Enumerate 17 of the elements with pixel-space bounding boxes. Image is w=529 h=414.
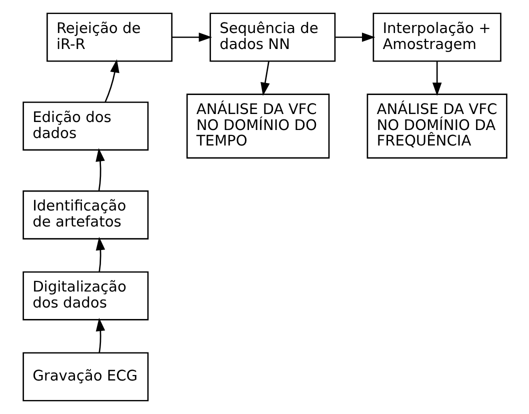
node-box: Interpolação + Amostragem bbox=[372, 12, 501, 62]
arrow bbox=[95, 318, 105, 353]
node-box: Digitalização dos dados bbox=[22, 271, 148, 320]
node-box: Gravação ECG bbox=[22, 352, 148, 402]
arrow bbox=[260, 61, 270, 96]
node-box: ANÁLISE DA VFC NO DOMÍNIO DO TEMPO bbox=[186, 94, 330, 159]
node-box: Identificação de artefatos bbox=[22, 190, 148, 240]
arrow bbox=[432, 61, 442, 96]
arrow bbox=[335, 32, 375, 42]
arrow bbox=[95, 148, 104, 191]
node-box: Edição dos dados bbox=[22, 102, 148, 151]
node-box: Sequência de dados NN bbox=[209, 12, 336, 62]
arrow bbox=[104, 59, 119, 102]
arrow bbox=[171, 32, 212, 42]
arrow bbox=[95, 236, 105, 272]
node-box: Rejeição de iR-R bbox=[46, 12, 172, 62]
node-box: ANÁLISE DA VFC NO DOMÍNIO DA FREQUÊNCIA bbox=[366, 94, 507, 159]
